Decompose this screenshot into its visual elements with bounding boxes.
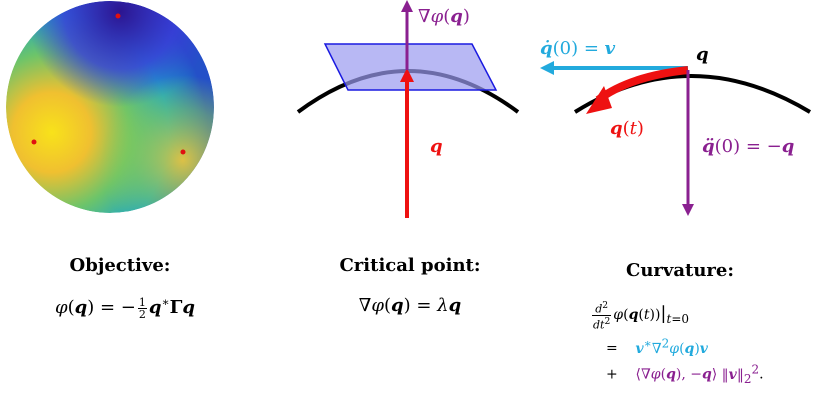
objective-caption: Objective: xyxy=(20,255,220,276)
curvature-caption: Curvature: xyxy=(580,260,780,281)
critical-formula: ∇φ(q) = λq xyxy=(335,295,485,316)
tangent-plane xyxy=(325,44,496,90)
gradient-label: ∇φ(q) xyxy=(418,6,470,27)
q-label: q xyxy=(430,136,443,157)
critical-point-panel: ∇φ(q) q Critical point: ∇φ(q) = λq xyxy=(260,0,520,399)
trajectory-label: q(t) xyxy=(610,118,644,139)
critical-point-dot xyxy=(32,140,37,145)
velocity-label: q̇(0) = v xyxy=(540,38,615,59)
objective-sphere xyxy=(0,0,260,240)
critical-point-dot xyxy=(181,150,186,155)
critical-point-diagram xyxy=(260,0,520,240)
curvature-line2: = v∗∇2φ(q)v xyxy=(606,336,708,357)
curvature-diagram xyxy=(520,0,834,240)
acceleration-label: q̈(0) = −q xyxy=(702,136,794,157)
gradient-arrow-head xyxy=(401,0,413,12)
velocity-arrow-head xyxy=(540,61,554,75)
acceleration-arrow-head xyxy=(682,204,694,216)
trajectory-curve xyxy=(598,70,688,100)
curvature-panel: q̇(0) = v q q(t) q̈(0) = −q Curvature: d… xyxy=(520,0,834,399)
curvature-line3: + ⟨∇φ(q), −q⟩ ‖v‖22. xyxy=(606,362,764,385)
critical-point-dot xyxy=(116,14,121,19)
critical-caption: Critical point: xyxy=(310,255,510,276)
q-point-label: q xyxy=(696,44,709,65)
